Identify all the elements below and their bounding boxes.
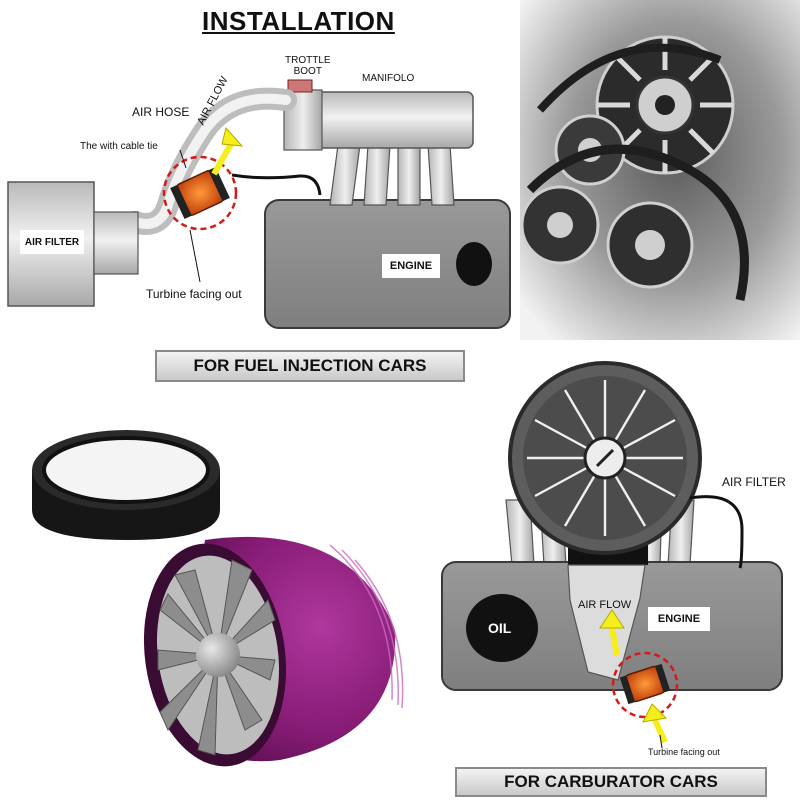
turbine-facing-label: Turbine facing out	[146, 287, 242, 301]
carburator-banner: FOR CARBURATOR CARS	[455, 767, 767, 797]
carburator-diagram	[441, 361, 783, 749]
manifold-label: MANIFOLO	[362, 73, 415, 84]
carb-engine-label-text: ENGINE	[657, 613, 701, 625]
oil-label: OIL	[488, 620, 512, 636]
engine-photo	[520, 0, 800, 340]
fuel-injection-banner: FOR FUEL INJECTION CARS	[155, 350, 465, 382]
trottle-boot-label: TROTTLE BOOT	[285, 55, 331, 77]
pointer-cable-tie	[179, 149, 187, 169]
air-flow-arrow	[211, 126, 244, 176]
carb-turbine-facing-label: Turbine facing out	[648, 747, 720, 757]
oil-cap	[466, 594, 538, 662]
engine-label: ENGINE	[382, 254, 440, 278]
carburator-banner-text: FOR CARBURATOR CARS	[504, 772, 718, 791]
alternator-pulley	[595, 35, 735, 175]
carb-turbine-unit	[619, 663, 671, 705]
carb-air-flow-arrow	[599, 609, 625, 656]
air-filter-label: AIR FILTER	[20, 230, 84, 254]
turbine-highlight	[162, 155, 238, 231]
fuel-injection-banner-text: FOR FUEL INJECTION CARS	[193, 356, 427, 375]
carb-turbine-arrow	[642, 703, 668, 744]
cable-tie-label: The with cable tie	[80, 141, 158, 152]
purple-fan	[143, 536, 404, 767]
engine-label-text: ENGINE	[389, 260, 433, 272]
rubber-ring	[32, 430, 220, 540]
carb-engine-label: ENGINE	[648, 607, 710, 631]
carb-air-flow-label: AIR FLOW	[578, 599, 632, 611]
page-title: INSTALLATION	[202, 6, 395, 36]
pointer-turbine	[189, 229, 201, 283]
throttle-boot	[287, 79, 313, 93]
engine-port	[456, 242, 492, 286]
turbine-unit	[170, 167, 230, 219]
intake-runners	[329, 144, 455, 206]
air-hose-label: AIR HOSE	[132, 105, 190, 119]
product-photo	[32, 430, 404, 767]
fuel-injection-diagram	[7, 79, 511, 329]
air-filter-label-text: AIR FILTER	[24, 236, 80, 248]
carb-air-filter-label: AIR FILTER	[722, 475, 786, 489]
